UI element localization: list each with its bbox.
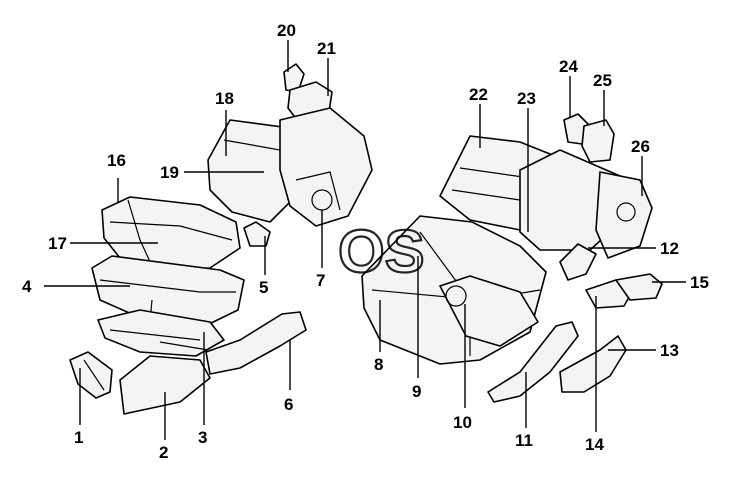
rear-side-frame-part <box>595 171 653 259</box>
callout-2: 2 <box>159 443 168 462</box>
callout-14: 14 <box>585 435 604 454</box>
seat-cushion-part <box>101 196 241 271</box>
callout-12: 12 <box>660 239 679 258</box>
callout-17: 17 <box>48 234 67 253</box>
front-seat-group <box>69 63 373 415</box>
seat-side-trim-part <box>205 311 307 375</box>
seat-adjuster-part <box>97 309 225 357</box>
callout-23: 23 <box>517 89 536 108</box>
callout-9: 9 <box>412 382 421 401</box>
callout-26: 26 <box>631 137 650 156</box>
callout-11: 11 <box>515 431 533 450</box>
rear-headrest-right-part <box>581 119 615 163</box>
callout-19: 19 <box>160 163 179 182</box>
callout-22: 22 <box>469 85 488 104</box>
callout-1: 1 <box>74 428 83 447</box>
callout-3: 3 <box>198 428 207 447</box>
callout-15: 15 <box>690 273 709 292</box>
callout-6: 6 <box>284 395 293 414</box>
callout-8: 8 <box>374 355 383 374</box>
seat-frame-part <box>91 255 245 327</box>
callout-18: 18 <box>215 89 234 108</box>
front-headrest-left-part <box>283 63 305 93</box>
recliner-lever-part <box>243 221 271 247</box>
callout-20: 20 <box>277 21 296 40</box>
rear-hinge-bracket-part <box>559 243 597 281</box>
callout-5: 5 <box>259 278 268 297</box>
rear-trim-b-part <box>615 273 663 301</box>
callout-13: 13 <box>660 341 679 360</box>
seat-leg-bracket-part <box>69 351 113 399</box>
callout-7: 7 <box>316 271 325 290</box>
callout-numbers: 1 2 3 4 5 6 7 8 9 10 11 12 13 14 15 16 1… <box>22 21 709 462</box>
callout-4: 4 <box>22 277 32 296</box>
callout-16: 16 <box>107 151 126 170</box>
seat-back-frame-part <box>279 107 373 227</box>
rear-leg-part <box>487 321 579 403</box>
callout-21: 21 <box>317 39 336 58</box>
watermark-text: OS <box>338 218 425 285</box>
callout-24: 24 <box>559 57 578 76</box>
callout-25: 25 <box>593 71 612 90</box>
leader-lines <box>44 40 686 440</box>
seat-side-panel-part <box>119 355 211 415</box>
callout-10: 10 <box>453 413 472 432</box>
